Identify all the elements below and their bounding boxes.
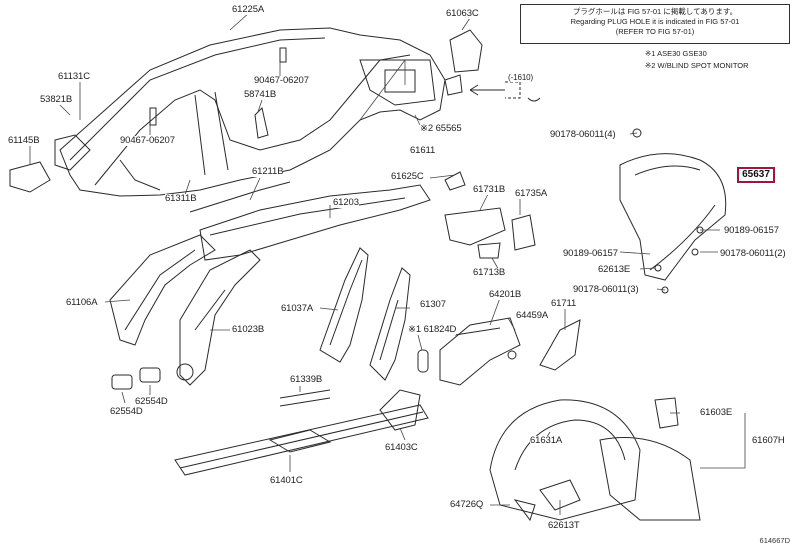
wheel-house bbox=[489, 399, 641, 521]
part-label-90467-06207-top[interactable]: 90467-06207 bbox=[254, 75, 309, 86]
part-label-61063C[interactable]: 61063C bbox=[446, 8, 479, 19]
part-label-61145B[interactable]: 61145B bbox=[8, 135, 40, 146]
part-label-90189-06157-left[interactable]: 90189-06157 bbox=[563, 248, 618, 259]
part-label-90467-06207-bottom[interactable]: 90467-06207 bbox=[120, 135, 175, 146]
part-label-61824D[interactable]: ※1 61824D bbox=[408, 324, 457, 335]
part-label-53821B[interactable]: 53821B bbox=[40, 94, 73, 105]
part-label-61203[interactable]: 61203 bbox=[333, 197, 359, 208]
rocker-panel bbox=[174, 404, 429, 476]
arrow-reference: (-1610) bbox=[508, 73, 534, 82]
part-label-61611[interactable]: 61611 bbox=[410, 145, 436, 156]
part-label-90178-06011-2[interactable]: 90178-06011(2) bbox=[720, 248, 786, 259]
part-label-90178-06011-4[interactable]: 90178-06011(4) bbox=[550, 129, 616, 140]
part-label-61023B[interactable]: 61023B bbox=[232, 324, 265, 335]
note-line-1: プラグホールは FIG 57-01 に掲載してあります。 bbox=[572, 7, 738, 16]
figure-id: 614667D bbox=[759, 536, 790, 545]
reference-note-box: プラグホールは FIG 57-01 に掲載してあります。 Regarding P… bbox=[520, 4, 790, 44]
part-label-61731B[interactable]: 61731B bbox=[473, 184, 506, 195]
part-label-61106A[interactable]: 61106A bbox=[66, 297, 98, 308]
part-label-61211B[interactable]: 61211B bbox=[252, 166, 284, 177]
b-pillar-inner bbox=[369, 267, 411, 381]
part-label-61131C[interactable]: 61131C bbox=[58, 71, 90, 82]
part-label-61631A[interactable]: 61631A bbox=[530, 435, 563, 446]
roof-rail bbox=[199, 184, 431, 261]
front-pillar bbox=[109, 234, 216, 346]
legend-item-2: ※2 W/BLIND SPOT MONITOR bbox=[645, 61, 749, 70]
highlighted-part-65637[interactable]: 65637 bbox=[737, 167, 775, 183]
b-pillar bbox=[319, 247, 369, 363]
part-label-62554D-left[interactable]: 62554D bbox=[110, 406, 143, 417]
note-line-2: Regarding PLUG HOLE it is indicated in F… bbox=[570, 17, 740, 26]
part-label-58741B[interactable]: 58741B bbox=[244, 89, 277, 100]
part-label-61339B[interactable]: 61339B bbox=[290, 374, 323, 385]
part-label-90178-06011-3[interactable]: 90178-06011(3) bbox=[573, 284, 639, 295]
part-label-64726Q[interactable]: 64726Q bbox=[450, 499, 484, 510]
part-label-61711[interactable]: 61711 bbox=[551, 298, 577, 309]
part-label-61403C[interactable]: 61403C bbox=[385, 442, 418, 453]
a-pillar-inner bbox=[179, 249, 261, 386]
part-label-61401C[interactable]: 61401C bbox=[270, 475, 303, 486]
part-label-62613T[interactable]: 62613T bbox=[548, 520, 580, 531]
fender-liner bbox=[619, 153, 727, 281]
part-label-61735A[interactable]: 61735A bbox=[515, 188, 548, 199]
part-label-61713B[interactable]: 61713B bbox=[473, 267, 506, 278]
part-label-61225A[interactable]: 61225A bbox=[232, 4, 265, 15]
part-label-62554D-right[interactable]: 62554D bbox=[135, 396, 168, 407]
part-label-64459A[interactable]: 64459A bbox=[516, 310, 549, 321]
roof-side-panel bbox=[59, 27, 446, 197]
part-label-65565[interactable]: ※2 65565 bbox=[420, 123, 462, 134]
part-label-61311B[interactable]: 61311B bbox=[165, 193, 197, 204]
part-label-61607H[interactable]: 61607H bbox=[752, 435, 785, 446]
legend-item-1: ※1 ASE30 GSE30 bbox=[645, 49, 707, 58]
note-line-3: (REFER TO FIG 57-01) bbox=[615, 27, 695, 36]
part-label-62613E[interactable]: 62613E bbox=[598, 264, 631, 275]
part-label-64201B[interactable]: 64201B bbox=[489, 289, 522, 300]
part-label-61625C[interactable]: 61625C bbox=[391, 171, 424, 182]
part-label-90189-06157-right[interactable]: 90189-06157 bbox=[724, 225, 779, 236]
part-label-61037A[interactable]: 61037A bbox=[281, 303, 314, 314]
part-label-61603E[interactable]: 61603E bbox=[700, 407, 733, 418]
part-label-61307[interactable]: 61307 bbox=[420, 299, 446, 310]
